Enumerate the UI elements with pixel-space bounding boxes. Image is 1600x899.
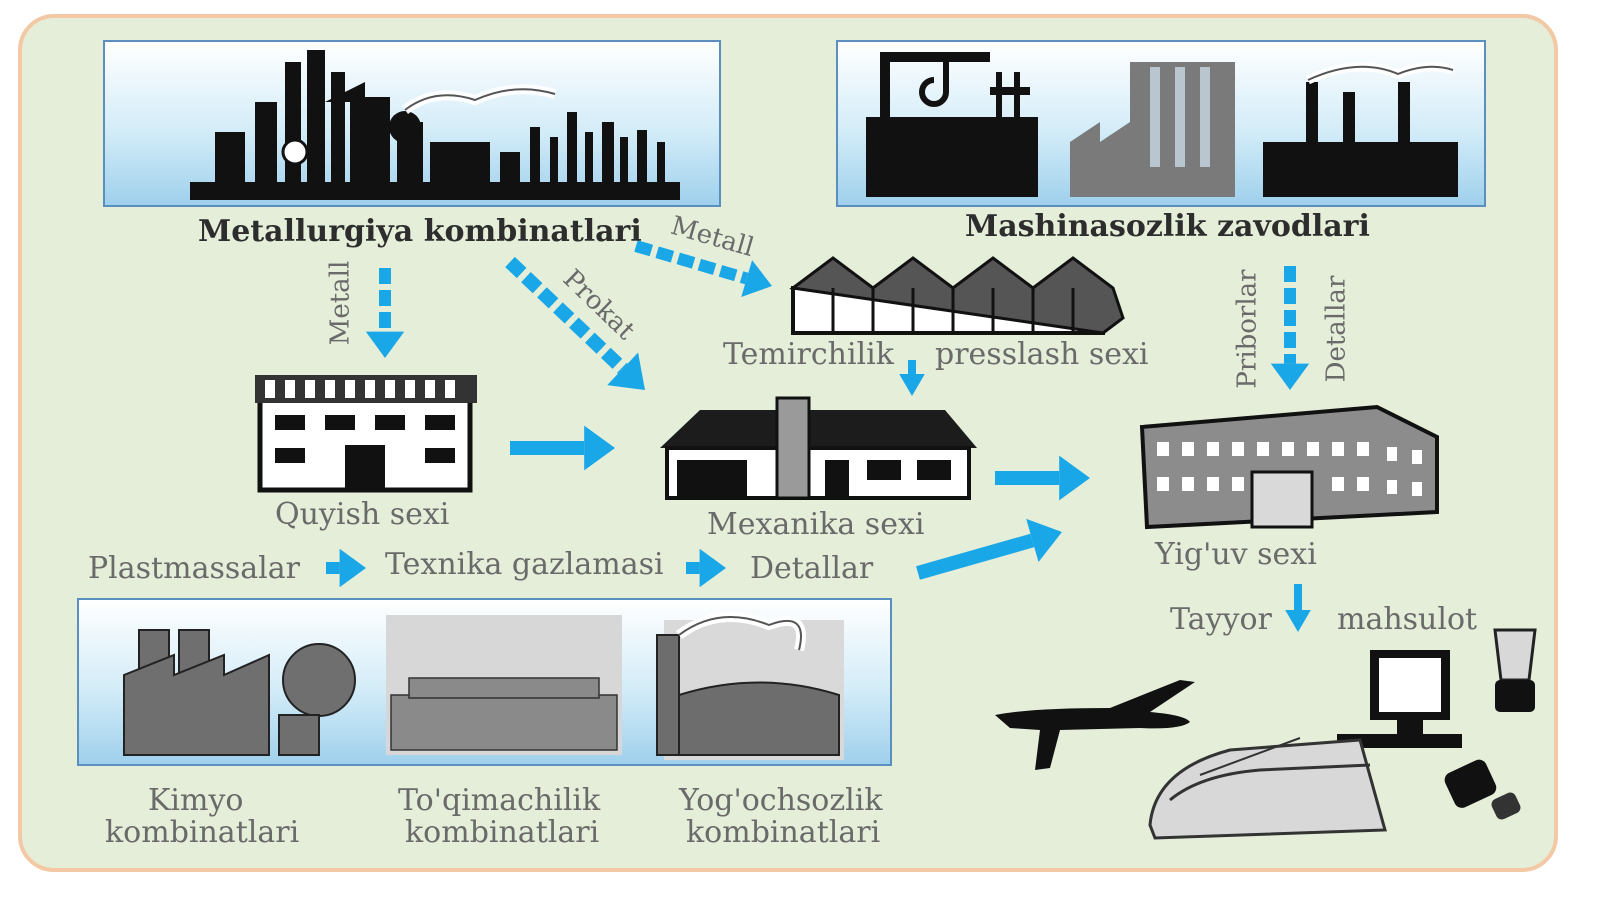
- metallurgy-plant-illustration: [190, 50, 680, 200]
- label-quyish: Quyish sexi: [275, 497, 450, 532]
- label-toqimachilik-2: kombinatlari: [405, 815, 600, 850]
- machine-building-panel: [836, 40, 1486, 207]
- hand-mixer-icon: [1444, 759, 1521, 820]
- airplane-icon: [995, 680, 1195, 770]
- label-detallar-vertical: Detallar: [1321, 275, 1352, 383]
- label-presslash: presslash sexi: [935, 337, 1149, 372]
- blender-icon: [1493, 628, 1537, 712]
- computer-icon: [1337, 650, 1462, 748]
- arrow-details-to-assembly: [916, 518, 1062, 580]
- label-kimyo-1: Kimyo: [148, 783, 244, 818]
- label-tayyor: Tayyor: [1170, 602, 1272, 637]
- label-priborlar: Priborlar: [1232, 269, 1263, 389]
- machine-factories-illustration: [866, 52, 1458, 197]
- mechanical-shop-building: [660, 396, 977, 500]
- label-plastmassalar: Plastmassalar: [88, 551, 300, 586]
- label-yogochsozlik-1: Yog'ochsozlik: [679, 783, 883, 818]
- label-mahsulot: mahsulot: [1337, 602, 1478, 637]
- label-texnika: Texnika gazlamasi: [385, 547, 664, 582]
- industries-illustration: [123, 612, 844, 760]
- arrow-prokat-to-mechanical: [505, 256, 645, 390]
- label-yiguv: Yig'uv sexi: [1155, 537, 1317, 572]
- label-detallar: Detallar: [750, 551, 874, 586]
- arrow-machine-to-assembly: [1270, 266, 1310, 390]
- forging-press-shop-building: [789, 256, 1125, 335]
- arrow-fabric-to-details: [686, 548, 726, 588]
- casting-shop-building: [255, 375, 477, 493]
- label-metall-left: Metall: [325, 260, 356, 346]
- assembly-shop-building: [1139, 404, 1439, 530]
- label-mexanika: Mexanika sexi: [707, 507, 925, 542]
- label-kimyo-2: kombinatlari: [105, 815, 300, 850]
- label-temirchilik: Temirchilik: [723, 337, 894, 372]
- label-mashinasozlik: Mashinasozlik zavodlari: [965, 209, 1370, 244]
- arrow-metall-to-casting: [365, 268, 405, 358]
- arrow-plastics-to-fabric: [326, 548, 366, 588]
- label-yogochsozlik-2: kombinatlari: [686, 815, 881, 850]
- arrow-metall-to-forging: [634, 240, 772, 297]
- arrow-casting-to-mechanical: [510, 425, 615, 471]
- label-metallurgiya: Metallurgiya kombinatlari: [198, 214, 642, 249]
- metallurgy-panel: [103, 40, 721, 207]
- high-speed-train-icon: [1148, 737, 1387, 840]
- arrow-mechanical-to-assembly: [995, 455, 1090, 501]
- arrow-forging-to-mechanical: [899, 360, 925, 396]
- other-industries-panel: [77, 598, 892, 766]
- arrow-assembly-to-products: [1285, 584, 1311, 632]
- label-toqimachilik-1: To'qimachilik: [398, 783, 601, 818]
